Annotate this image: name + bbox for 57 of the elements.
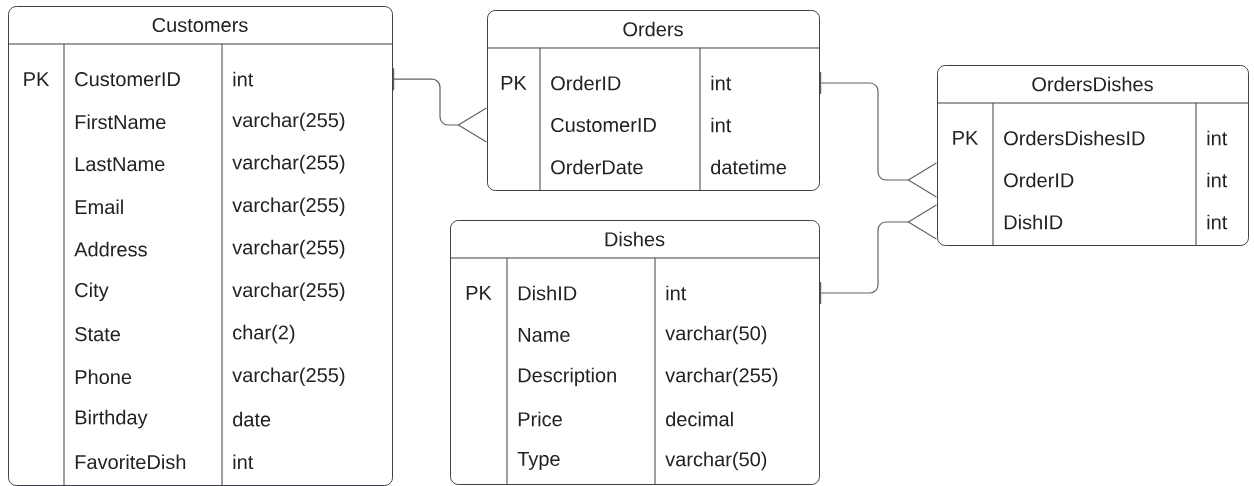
field-name: Phone <box>75 369 132 385</box>
field-type: varchar(255) <box>232 367 345 387</box>
entity-table <box>7 6 393 486</box>
field-type: varchar(255) <box>665 367 778 387</box>
entity-table <box>449 220 820 485</box>
relationship-line <box>820 204 937 305</box>
field-name: City <box>75 282 109 302</box>
field-name: Description <box>518 367 616 387</box>
relationship-line <box>393 67 487 143</box>
field-name: Address <box>74 241 147 257</box>
field-name: Email <box>75 199 123 215</box>
field-type: varchar(255) <box>232 112 345 132</box>
key-marker: PK <box>466 286 492 300</box>
field-name: LastName <box>75 157 165 172</box>
relationship-line <box>820 71 937 198</box>
field-type: int <box>711 117 732 133</box>
field-type: varchar(255) <box>232 197 345 217</box>
field-type: int <box>1207 172 1228 188</box>
table-title: Customers <box>152 17 248 33</box>
field-name: Type <box>517 452 560 470</box>
field-name: FavoriteDish <box>75 454 186 470</box>
field-type: int <box>711 75 732 91</box>
table-title: Dishes <box>605 231 665 247</box>
entity-table <box>936 65 1249 246</box>
field-name: OrderID <box>1004 172 1074 188</box>
field-name: State <box>75 327 120 342</box>
field-name: CustomerID <box>551 117 656 133</box>
field-type: varchar(50) <box>665 325 767 345</box>
field-name: FirstName <box>75 114 166 130</box>
field-name: DishID <box>1004 214 1063 230</box>
field-type: datetime <box>711 159 786 175</box>
table-title: OrdersDishes <box>1032 76 1153 92</box>
field-name: DishID <box>518 285 577 301</box>
field-type: decimal <box>666 411 733 427</box>
field-name: Name <box>518 328 570 342</box>
key-marker: PK <box>501 76 527 90</box>
key-marker: PK <box>24 72 50 87</box>
entity-table <box>486 10 820 191</box>
field-type: int <box>1207 214 1228 230</box>
field-type: date <box>233 411 271 427</box>
field-name: Price <box>518 411 562 427</box>
field-type: char(2) <box>233 324 295 344</box>
field-name: OrderDate <box>551 159 643 175</box>
table-title: Orders <box>623 21 683 37</box>
field-type: varchar(255) <box>232 282 345 302</box>
field-type: varchar(255) <box>232 239 345 259</box>
field-type: varchar(255) <box>232 154 345 174</box>
field-name: OrderID <box>551 75 621 91</box>
field-name: Birthday <box>75 409 148 429</box>
field-name: CustomerID <box>75 72 180 87</box>
field-type: int <box>233 454 254 470</box>
field-type: int <box>1207 130 1228 146</box>
field-type: int <box>233 71 254 87</box>
field-name: OrdersDishesID <box>1004 130 1145 146</box>
key-marker: PK <box>953 131 979 145</box>
field-type: varchar(50) <box>665 451 767 471</box>
field-type: int <box>666 285 687 301</box>
